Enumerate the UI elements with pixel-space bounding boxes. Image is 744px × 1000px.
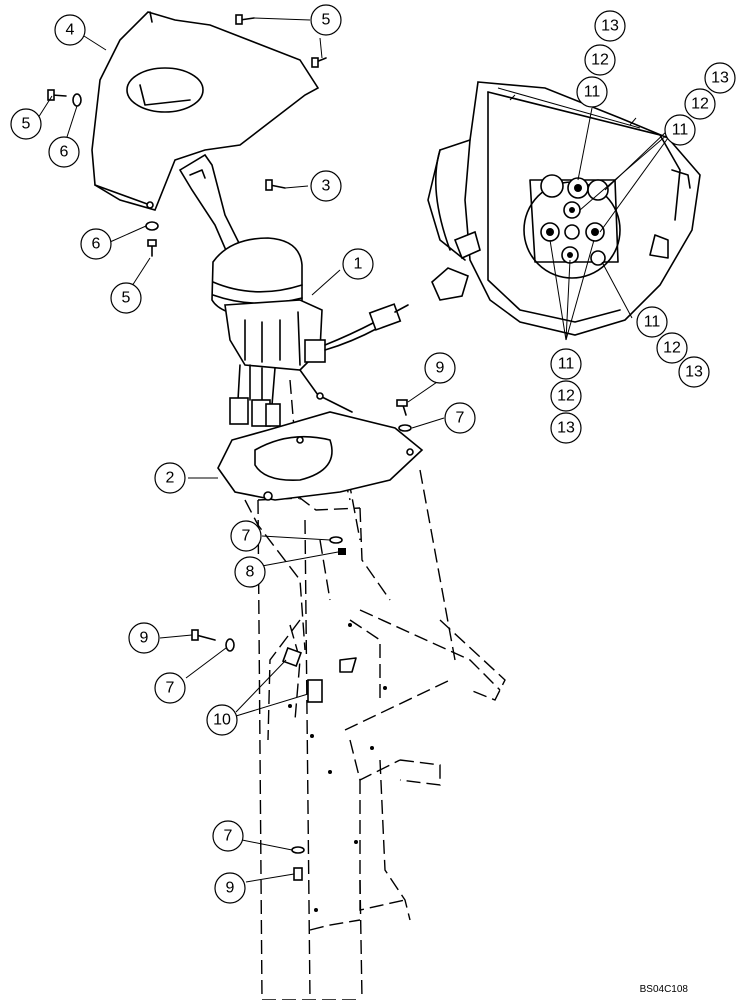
callout-13-inset-right: 13	[704, 62, 736, 94]
callout-13-inset-bottom: 13	[550, 412, 582, 444]
callout-9-left: 9	[128, 622, 160, 654]
callout-label: 13	[685, 364, 703, 381]
callout-label: 5	[22, 116, 31, 133]
callout-label: 13	[711, 70, 729, 87]
callout-5-lower: 5	[110, 282, 142, 314]
callout-label: 13	[601, 18, 619, 35]
callout-label: 6	[92, 236, 101, 253]
callout-13-inset-lower-right: 13	[678, 356, 710, 388]
callout-8: 8	[234, 556, 266, 588]
callout-10: 10	[206, 704, 238, 736]
callout-13-inset-top: 13	[594, 10, 626, 42]
callout-11-inset-top: 11	[576, 76, 608, 108]
callout-label: 12	[691, 96, 709, 113]
callout-label: 7	[456, 410, 465, 427]
callout-label: 11	[558, 356, 575, 373]
drawing-code: BS04C108	[640, 984, 689, 995]
callout-5-left: 5	[10, 108, 42, 140]
callout-9-bottom: 9	[214, 872, 246, 904]
callout-label: 3	[322, 178, 331, 195]
callout-7-left: 7	[154, 672, 186, 704]
callout-label: 12	[591, 52, 609, 69]
callout-label: 2	[166, 470, 175, 487]
callout-7-middle: 7	[230, 520, 262, 552]
callout-4: 4	[54, 14, 86, 46]
callout-label: 5	[322, 12, 331, 29]
fasteners	[47, 14, 412, 912]
callout-7-plate: 7	[444, 402, 476, 434]
callout-label: 11	[584, 84, 601, 101]
callout-label: 11	[644, 314, 661, 331]
mounting-plate	[217, 411, 424, 501]
callout-label: 5	[122, 290, 131, 307]
callout-label: 6	[60, 144, 69, 161]
callout-9-plate: 9	[424, 352, 456, 384]
callout-label: 4	[66, 22, 75, 39]
callout-6-upper: 6	[48, 136, 80, 168]
callout-12-inset-top: 12	[584, 44, 616, 76]
callout-label: 13	[557, 420, 575, 437]
callout-label: 10	[213, 712, 231, 729]
callout-label: 9	[140, 630, 149, 647]
callout-label: 7	[224, 828, 233, 845]
callout-label: 9	[436, 360, 445, 377]
housing-inset	[427, 81, 701, 336]
callout-label: 11	[672, 122, 689, 139]
joystick-cover	[91, 11, 320, 211]
callout-2: 2	[154, 462, 186, 494]
callout-11-inset-lower-right: 11	[636, 306, 668, 338]
callout-label: 7	[242, 528, 251, 545]
callout-7-bottom: 7	[212, 820, 244, 852]
callout-11-inset-right: 11	[664, 114, 696, 146]
callout-11-inset-bottom: 11	[550, 348, 582, 380]
callout-label: 12	[663, 340, 681, 357]
callout-label: 9	[226, 880, 235, 897]
callout-6-lower: 6	[80, 228, 112, 260]
callout-label: 8	[246, 564, 255, 581]
callout-label: 7	[166, 680, 175, 697]
leader-lines	[37, 17, 669, 883]
callout-label: 1	[354, 256, 363, 273]
callout-5-top: 5	[310, 4, 342, 36]
callout-12-inset-right: 12	[684, 88, 716, 120]
callout-1: 1	[342, 248, 374, 280]
callout-12-inset-lower-right: 12	[656, 332, 688, 364]
callout-12-inset-bottom: 12	[550, 380, 582, 412]
callout-3: 3	[310, 170, 342, 202]
joystick-assembly	[178, 153, 409, 427]
callout-label: 12	[557, 388, 575, 405]
